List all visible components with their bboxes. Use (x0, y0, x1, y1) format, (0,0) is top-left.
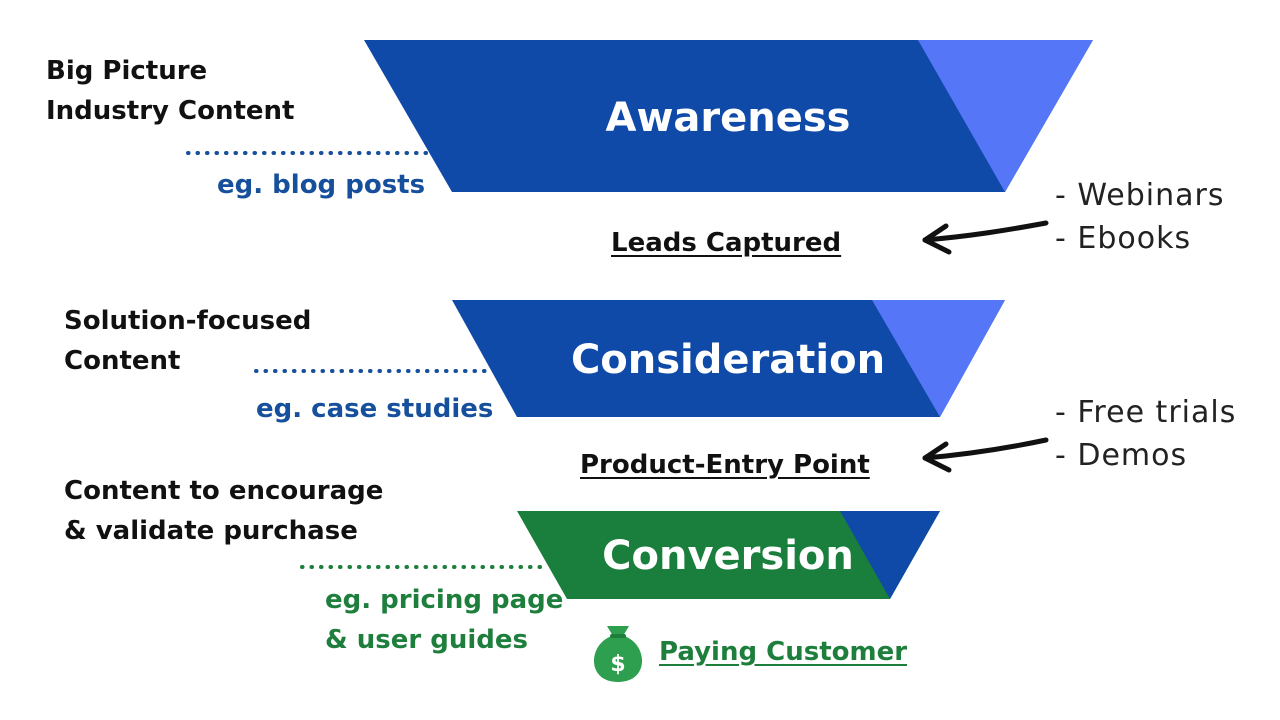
side-note-leads-item-1: - Webinars (1055, 178, 1225, 213)
annotation-consideration-line-2: Content (64, 346, 181, 376)
stage-consideration: Consideration (452, 300, 1005, 417)
stage-conversion-band (517, 511, 940, 599)
example-conversion-line-1: eg. pricing page (325, 585, 564, 615)
side-note-product-entry-item-2: - Demos (1055, 438, 1188, 473)
stage-consideration-accent (872, 300, 1005, 417)
stage-consideration-band (452, 300, 1005, 417)
stage-conversion-accent (840, 511, 940, 599)
side-note-product-entry: - Free trials - Demos (1055, 391, 1236, 477)
annotation-conversion-line-2: & validate purchase (64, 516, 358, 546)
arrow-left-icon (922, 220, 1049, 255)
annotation-awareness-line-1: Big Picture (46, 56, 208, 86)
annotation-awareness-line-2: Industry Content (46, 96, 295, 126)
stage-conversion: Conversion (517, 511, 940, 599)
arrow-left-icon (922, 437, 1049, 473)
stage-awareness-band (364, 40, 1093, 192)
example-conversion: eg. pricing page & user guides (325, 580, 563, 660)
stage-awareness: Awareness (364, 40, 1093, 192)
milestone-paying-customer: Paying Customer (659, 637, 908, 667)
annotation-awareness: Big Picture Industry Content (46, 51, 295, 131)
annotation-conversion: Content to encourage & validate purchase (64, 471, 383, 551)
annotation-consideration: Solution-focused Content (64, 301, 311, 381)
money-bag-symbol: $ (610, 652, 625, 677)
example-consideration: eg. case studies (256, 394, 494, 424)
example-conversion-line-2: & user guides (325, 625, 528, 655)
stage-awareness-label: Awareness (606, 95, 851, 141)
example-awareness: eg. blog posts (217, 170, 426, 200)
stage-awareness-accent (918, 40, 1093, 192)
annotation-conversion-line-1: Content to encourage (64, 476, 384, 506)
annotation-consideration-line-1: Solution-focused (64, 306, 312, 336)
stage-conversion-label: Conversion (602, 533, 854, 579)
stage-consideration-label: Consideration (571, 337, 885, 383)
milestone-leads-captured: Leads Captured (611, 228, 842, 258)
side-note-leads-item-2: - Ebooks (1055, 221, 1192, 256)
milestone-product-entry-point: Product-Entry Point (580, 450, 870, 480)
side-note-leads: - Webinars - Ebooks (1055, 174, 1224, 260)
side-note-product-entry-item-1: - Free trials (1055, 395, 1237, 430)
money-bag-icon: $ (593, 626, 643, 682)
